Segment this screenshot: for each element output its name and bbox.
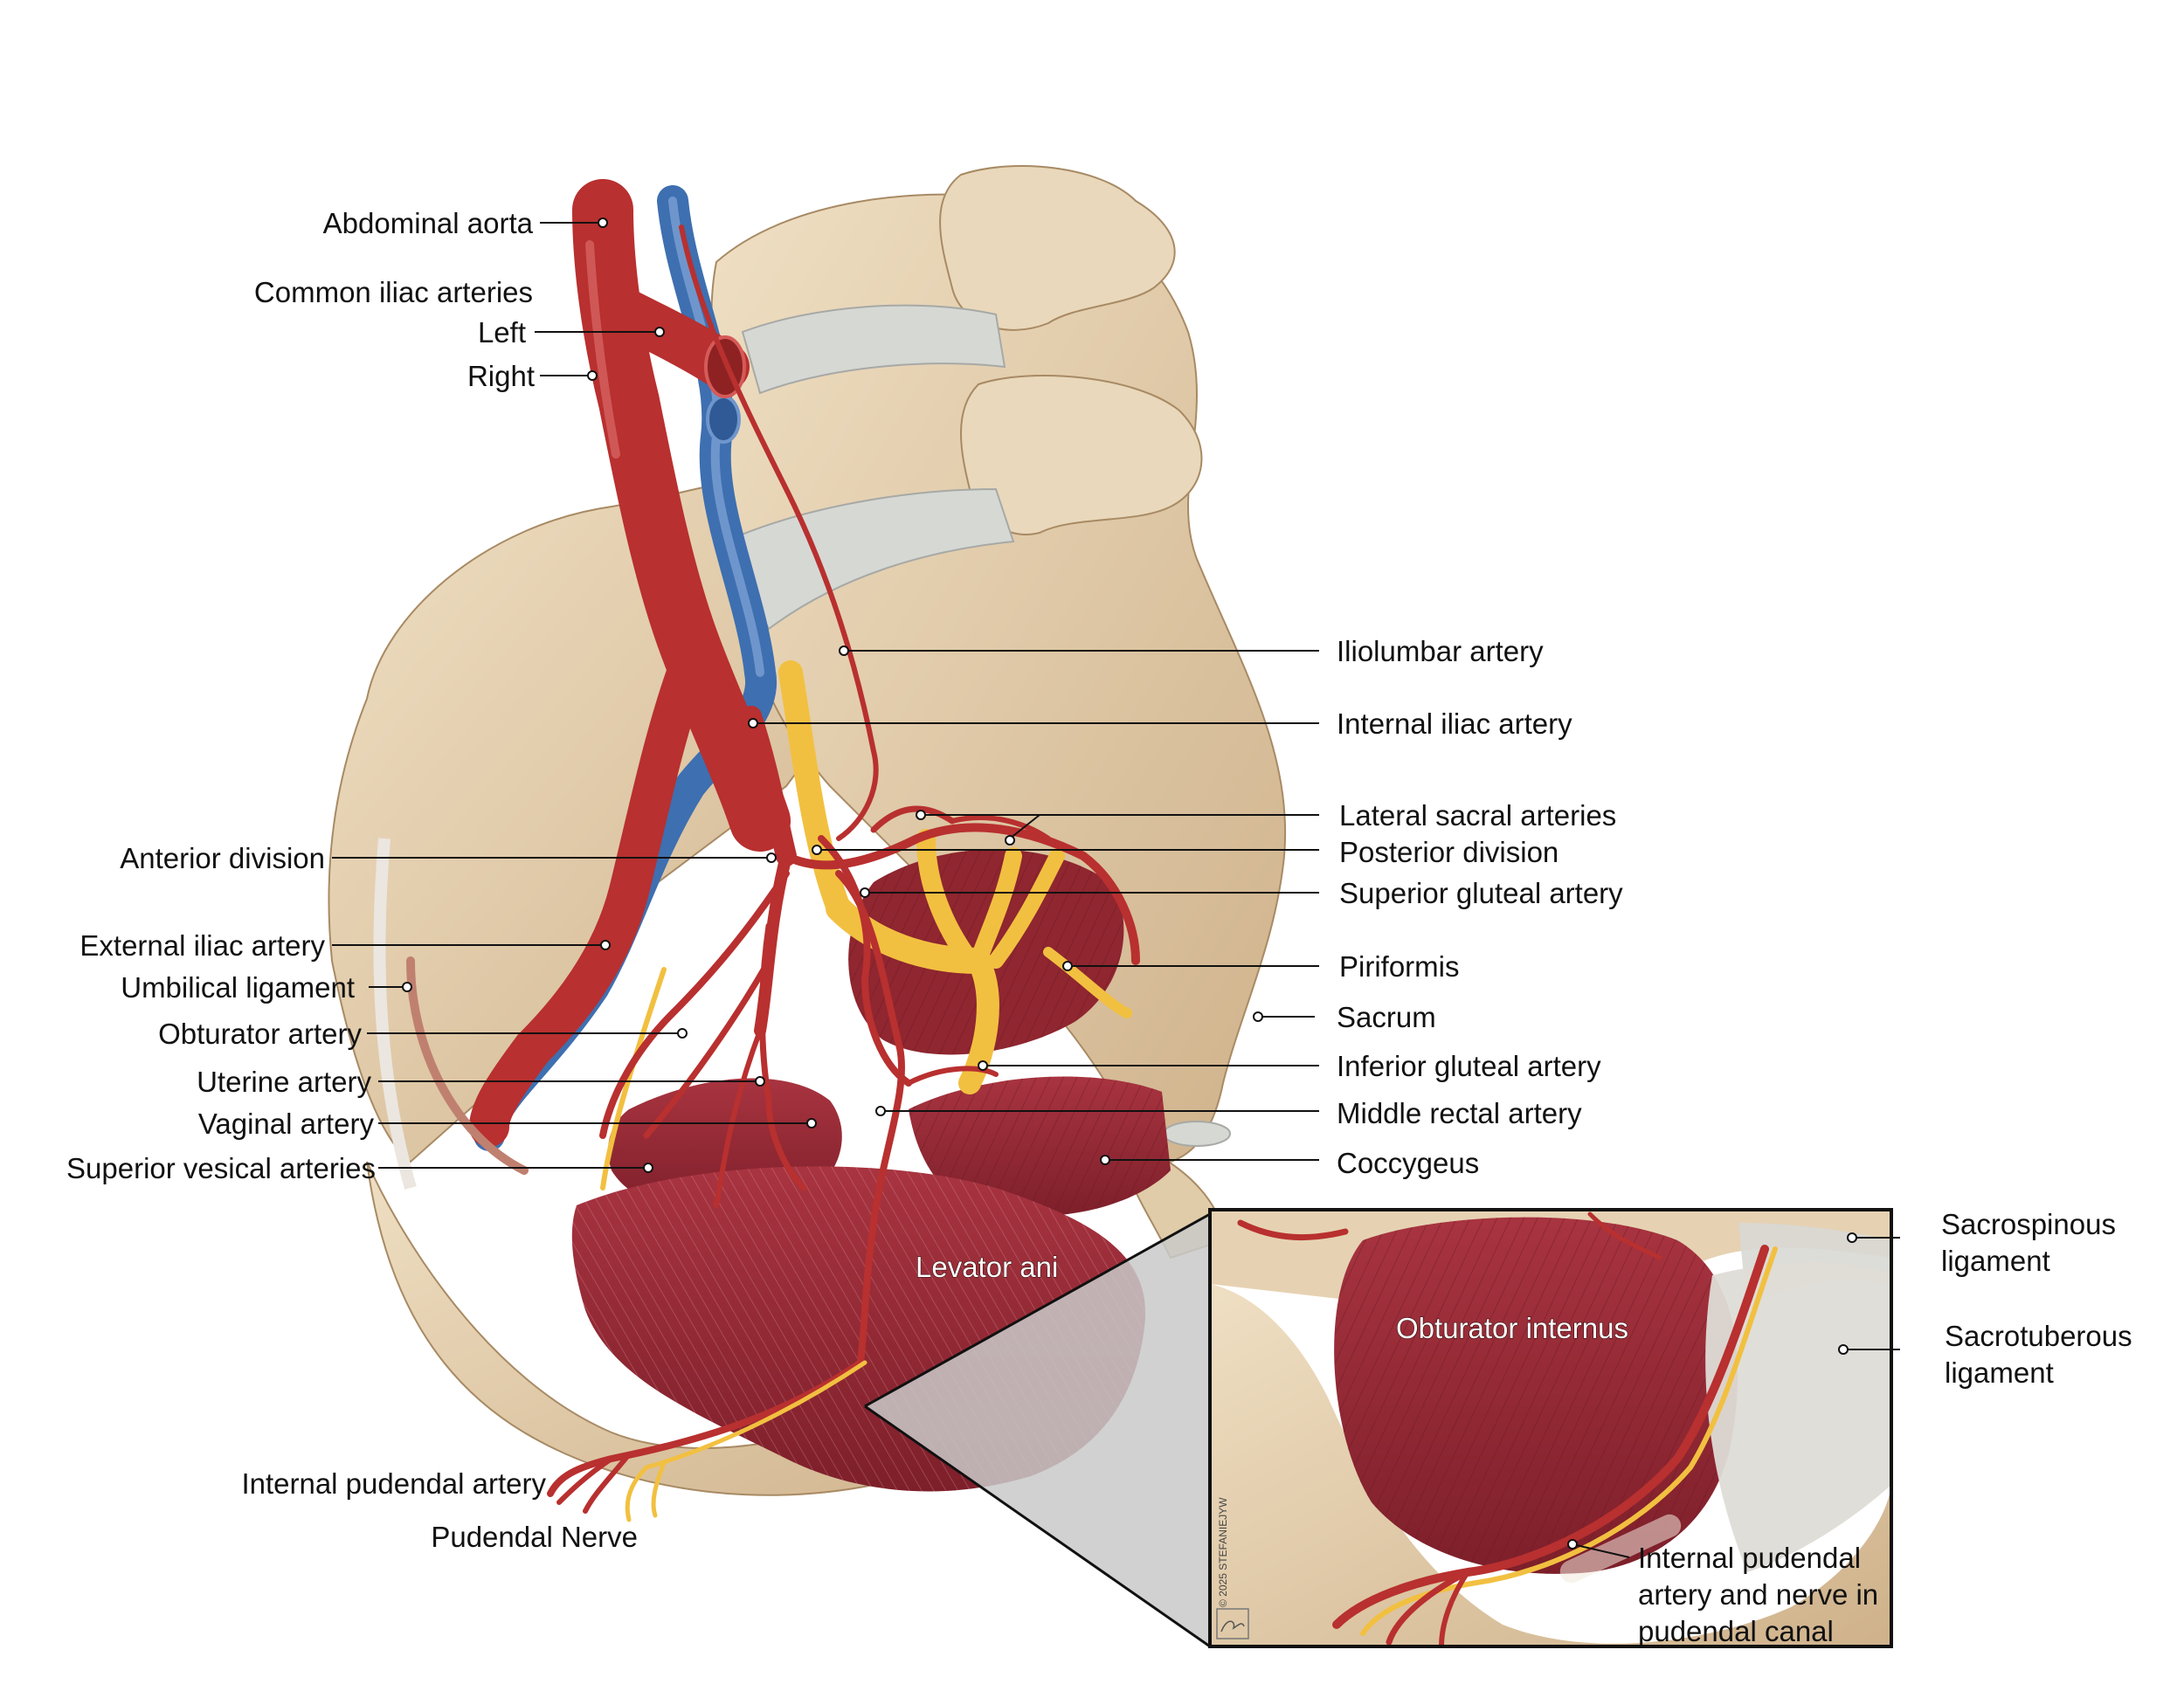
label-superior-gluteal-artery: Superior gluteal artery bbox=[1339, 877, 1623, 909]
label-pudendal-canal-1: Internal pudendal bbox=[1638, 1542, 1861, 1574]
pudendal-nerve-exit bbox=[625, 1360, 867, 1522]
labels-right: Iliolumbar artery Internal iliac artery … bbox=[1337, 635, 1623, 1179]
label-left: Left bbox=[478, 316, 526, 349]
label-sacrospinous-2: ligament bbox=[1941, 1245, 2050, 1277]
label-posterior-division: Posterior division bbox=[1339, 836, 1559, 868]
inset-sacrotuberous-ligament bbox=[1705, 1262, 1891, 1572]
labels-left: Anterior division External iliac artery … bbox=[66, 842, 638, 1553]
leader-lines bbox=[332, 222, 1900, 1558]
aorta-highlight bbox=[585, 240, 620, 459]
label-lateral-sacral-arteries: Lateral sacral arteries bbox=[1339, 799, 1616, 832]
label-pudendal-canal-2: artery and nerve in bbox=[1638, 1578, 1878, 1611]
label-anterior-division: Anterior division bbox=[120, 842, 325, 874]
label-sacrum: Sacrum bbox=[1337, 1001, 1436, 1033]
label-umbilical-ligament: Umbilical ligament bbox=[121, 971, 355, 1004]
zoom-wedge bbox=[865, 1214, 1210, 1646]
inset-canal-sheath bbox=[1559, 1514, 1682, 1584]
label-middle-rectal-artery: Middle rectal artery bbox=[1337, 1097, 1582, 1129]
anchor-dots bbox=[402, 217, 1857, 1550]
label-vaginal-artery: Vaginal artery bbox=[198, 1108, 375, 1140]
label-sacrotuberous-1: Sacrotuberous bbox=[1945, 1320, 2132, 1352]
label-pudendal-canal-3: pudendal canal bbox=[1638, 1615, 1834, 1647]
label-sacrotuberous-2: ligament bbox=[1945, 1356, 2054, 1389]
vein-cut-end bbox=[706, 395, 741, 444]
signature-mark bbox=[1220, 1620, 1245, 1632]
label-abdominal-aorta: Abdominal aorta bbox=[323, 207, 534, 239]
zoom-wedge-edge-bottom bbox=[864, 1405, 1211, 1648]
inset-content bbox=[1210, 1210, 1891, 1646]
inset-bone bbox=[1210, 1284, 1891, 1646]
inset-muscle-fibers bbox=[1334, 1217, 1738, 1574]
label-internal-iliac-artery: Internal iliac artery bbox=[1337, 707, 1572, 740]
label-inferior-gluteal-artery: Inferior gluteal artery bbox=[1337, 1050, 1601, 1082]
label-obturator-artery: Obturator artery bbox=[158, 1018, 362, 1050]
inset-border bbox=[1208, 1208, 1893, 1648]
signature-box bbox=[1216, 1608, 1249, 1639]
label-external-iliac-artery: External iliac artery bbox=[79, 929, 325, 962]
intervertebral-disc-upper bbox=[741, 304, 1006, 395]
label-levator-ani: Levator ani bbox=[916, 1251, 1058, 1283]
labels-on-image: Levator ani Obturator internus bbox=[915, 1250, 1628, 1344]
label-obturator-internus: Obturator internus bbox=[1396, 1312, 1628, 1344]
label-sacrospinous-1: Sacrospinous bbox=[1941, 1208, 2116, 1240]
label-pudendal-nerve: Pudendal Nerve bbox=[431, 1521, 638, 1553]
umbilical-ligament-band bbox=[373, 838, 417, 1190]
zoom-wedge-edge-top bbox=[864, 1212, 1211, 1408]
label-iliolumbar-artery: Iliolumbar artery bbox=[1337, 635, 1544, 667]
labels-top-left: Abdominal aorta Common iliac arteries Le… bbox=[254, 207, 535, 392]
sacral-plexus bbox=[600, 660, 1132, 1191]
label-internal-pudendal-artery: Internal pudendal artery bbox=[241, 1467, 546, 1500]
lumbar-vertebra-lower bbox=[960, 375, 1203, 535]
label-uterine-artery: Uterine artery bbox=[197, 1066, 371, 1098]
internal-iliac-branches bbox=[406, 224, 1140, 1514]
copyright-text: © 2025 STEFANIEJYW bbox=[1217, 1497, 1229, 1607]
label-right: Right bbox=[467, 360, 535, 392]
labels-inset: Sacrospinous ligament Sacrotuberous liga… bbox=[1638, 1208, 2132, 1647]
label-piriformis: Piriformis bbox=[1339, 950, 1460, 983]
sacrococcygeal-disc bbox=[1163, 1121, 1231, 1147]
inset-zoom-region: © 2025 STEFANIEJYW bbox=[864, 1208, 1893, 1648]
label-superior-vesical-arteries: Superior vesical arteries bbox=[66, 1152, 376, 1184]
lumbar-vertebra-upper bbox=[939, 165, 1176, 331]
label-coccygeus: Coccygeus bbox=[1337, 1147, 1479, 1179]
inset-pudendal-vessels bbox=[1237, 1211, 1778, 1646]
label-common-iliac-arteries: Common iliac arteries bbox=[254, 276, 533, 308]
